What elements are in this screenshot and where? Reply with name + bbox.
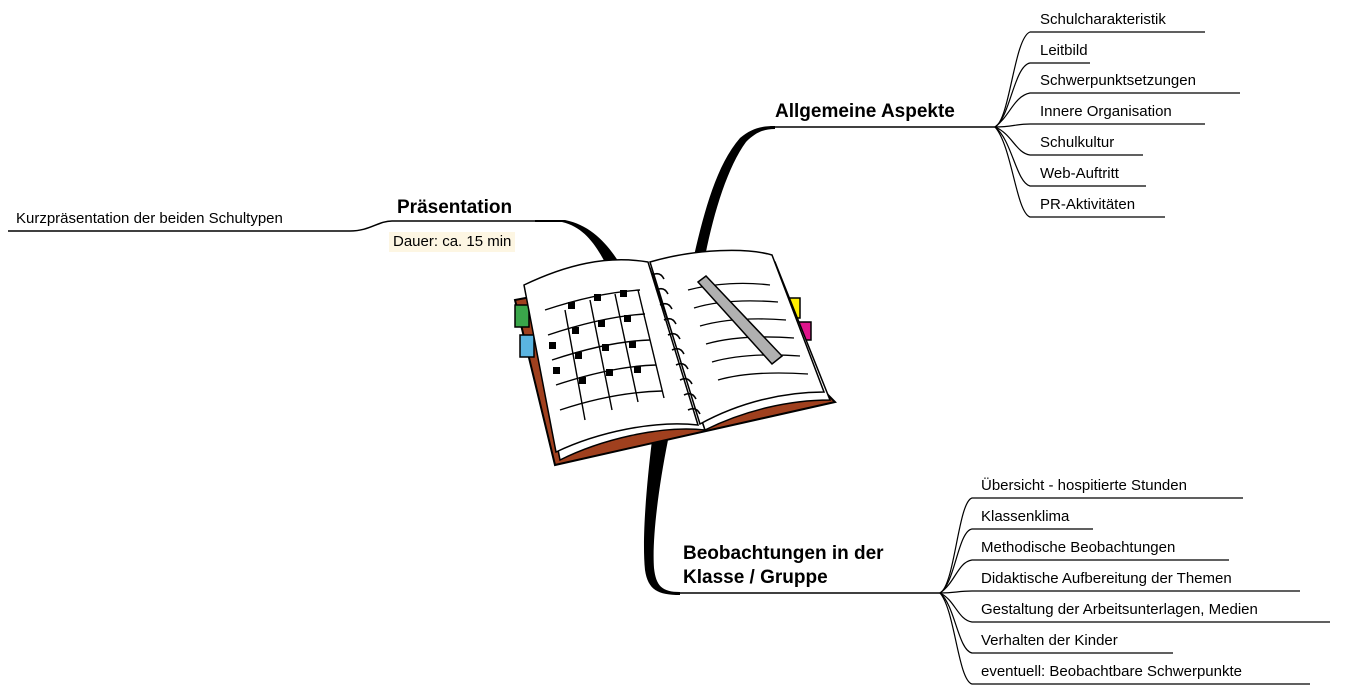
general-item[interactable]: Schwerpunktsetzungen [1040, 72, 1196, 89]
branch-observations [643, 440, 680, 595]
general-item[interactable]: Innere Organisation [1040, 103, 1172, 120]
general-item[interactable]: Web-Auftritt [1040, 165, 1119, 182]
observation-item[interactable]: Übersicht - hospitierte Stunden [981, 477, 1187, 494]
general-item[interactable]: Schulkultur [1040, 134, 1115, 151]
observation-item[interactable]: Verhalten der Kinder [981, 632, 1118, 649]
topic-observations-line1[interactable]: Beobachtungen in der [683, 543, 884, 564]
observation-item[interactable]: Gestaltung der Arbeitsunterlagen, Medien [981, 601, 1258, 618]
observation-item[interactable]: Didaktische Aufbereitung der Themen [981, 570, 1232, 587]
observation-item[interactable]: eventuell: Beobachtbare Schwerpunkte [981, 663, 1243, 680]
observation-item[interactable]: Klassenklima [981, 508, 1070, 525]
general-item[interactable]: Schulcharakteristik [1040, 11, 1166, 28]
presentation-item[interactable]: Kurzpräsentation der beiden Schultypen [16, 210, 283, 227]
topic-general[interactable]: Allgemeine Aspekte [775, 101, 955, 122]
topic-observations-line2[interactable]: Klasse / Gruppe [683, 567, 828, 588]
notebook-icon [513, 249, 837, 467]
general-item[interactable]: Leitbild [1040, 42, 1088, 59]
topic-presentation[interactable]: Präsentation [397, 197, 513, 218]
presentation-duration-note: Dauer: ca. 15 min [389, 232, 516, 252]
observation-item[interactable]: Methodische Beobachtungen [981, 539, 1176, 556]
general-item[interactable]: PR-Aktivitäten [1040, 196, 1136, 213]
